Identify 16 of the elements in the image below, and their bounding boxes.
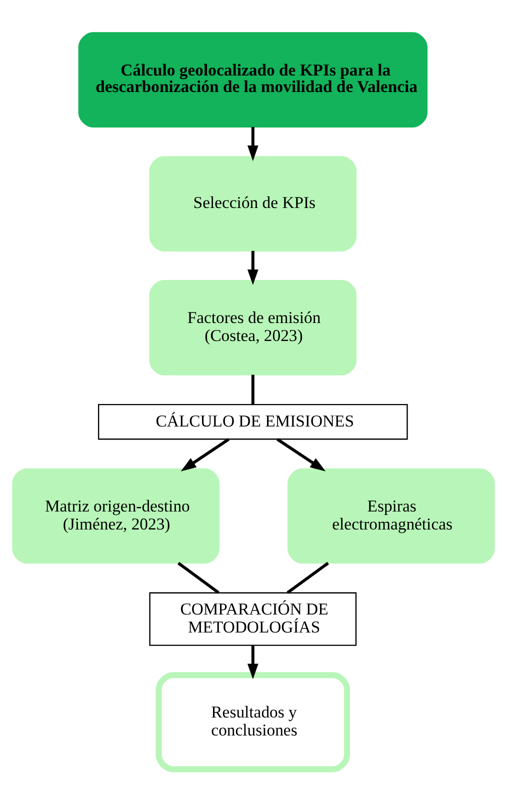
node-box: Factores de emisión (Costea, 2023) bbox=[149, 280, 357, 376]
connector bbox=[286, 562, 329, 594]
node-box: Resultados y conclusiones bbox=[156, 672, 350, 772]
connector bbox=[251, 374, 254, 404]
connector bbox=[177, 562, 220, 594]
arrow bbox=[247, 126, 258, 162]
node-box: CÁLCULO DE EMISIONES bbox=[98, 404, 408, 440]
arrow bbox=[247, 250, 258, 285]
node-box: Espiras electromagnéticas bbox=[287, 468, 495, 564]
node-box: Selección de KPIs bbox=[149, 156, 357, 252]
node-box: Matriz origen-destino (Jiménez, 2023) bbox=[12, 468, 220, 564]
node-box: Cálculo geolocalizado de KPIs para la descarbonización de la movilidad de Valencia bbox=[78, 32, 428, 128]
arrow bbox=[180, 438, 230, 472]
arrow bbox=[276, 438, 326, 472]
arrow bbox=[247, 646, 258, 680]
node-box: COMPARACIÓN DE METODOLOGÍAS bbox=[149, 592, 357, 646]
